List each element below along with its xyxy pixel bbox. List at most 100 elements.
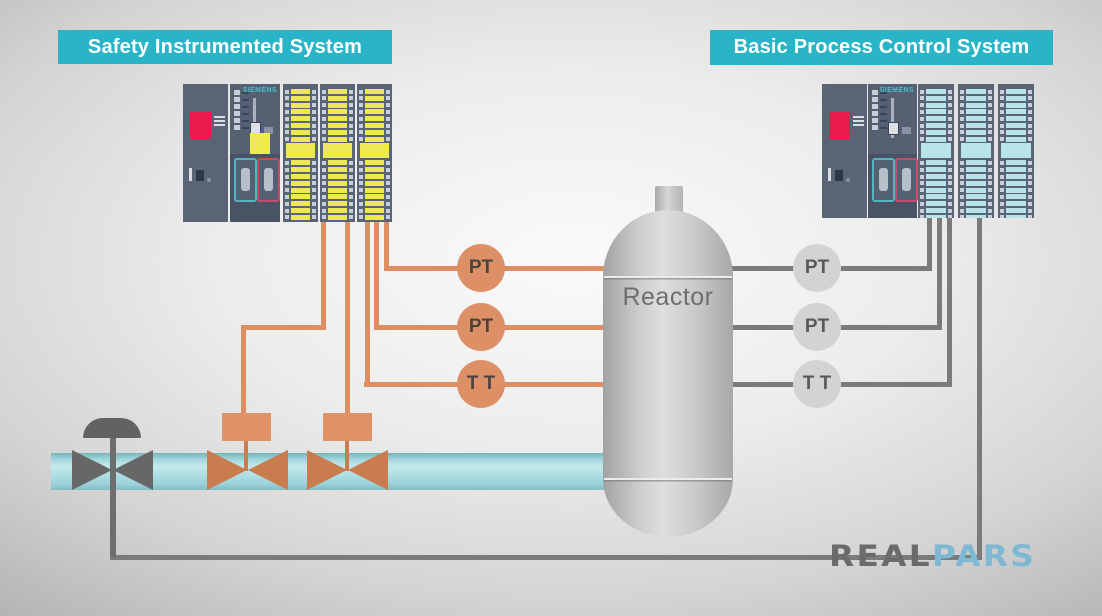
io-terminal-strip (365, 180, 384, 186)
io-label-block (1001, 143, 1031, 159)
io-led (920, 188, 924, 193)
io-terminal-strip (966, 160, 986, 166)
transmitter-tag: PT (468, 257, 494, 278)
io-terminal-strip (291, 102, 310, 108)
psu-label-text-line (214, 124, 225, 126)
psu-label-text-line (853, 120, 864, 122)
io-led (960, 174, 964, 179)
valve-body-left (72, 450, 112, 490)
sis-temperature-transmitter: T T (457, 360, 505, 408)
io-led (322, 137, 326, 142)
io-led (359, 174, 363, 179)
io-led (322, 167, 326, 172)
bpcs-pressure-transmitter-2: PT (793, 303, 841, 351)
reactor-body (603, 210, 733, 537)
cpu-status-led (872, 111, 878, 116)
cpu-led-label (880, 92, 887, 94)
cpu-led-label (242, 106, 249, 108)
io-led (1000, 137, 1004, 142)
io-terminal-strip (926, 136, 946, 142)
io-led (988, 123, 992, 128)
psu-label-text-line (214, 116, 225, 118)
io-led (948, 109, 952, 114)
cpu-led-label (880, 120, 887, 122)
wire-segment (374, 220, 379, 330)
io-led (285, 137, 289, 142)
io-led (1000, 89, 1004, 94)
io-terminal-strip (328, 116, 347, 122)
cpu-connector-panel (868, 154, 918, 218)
cpu-status-led (234, 118, 240, 123)
io-terminal-strip (328, 201, 347, 207)
io-terminal-strip (966, 187, 986, 193)
io-terminal-strip (291, 201, 310, 207)
io-led (948, 194, 952, 199)
io-led (285, 96, 289, 101)
io-terminal-strip (926, 201, 946, 207)
io-terminal-strip (291, 214, 310, 220)
io-terminal-strip (291, 194, 310, 200)
io-led (312, 137, 316, 142)
io-terminal-strip (966, 116, 986, 122)
io-led (349, 89, 353, 94)
io-led (359, 208, 363, 213)
io-led (285, 181, 289, 186)
io-terminal-strip (1006, 160, 1026, 166)
io-module (357, 84, 392, 222)
wire-segment (364, 220, 370, 387)
io-led (312, 208, 316, 213)
io-led (359, 188, 363, 193)
io-led (948, 96, 952, 101)
io-led (960, 167, 964, 172)
io-led (960, 116, 964, 121)
io-terminal-strip (291, 167, 310, 173)
siemens-logo: SIEMENS (242, 87, 277, 94)
io-led (1028, 215, 1032, 218)
io-led (988, 116, 992, 121)
cpu-module: SIEMENS (230, 84, 280, 222)
cpu-status-led (872, 104, 878, 109)
io-led (386, 194, 390, 199)
io-terminal-strip (926, 214, 946, 218)
io-led (920, 116, 924, 121)
io-label-block (323, 143, 352, 159)
wire-segment (241, 325, 326, 330)
io-module (283, 84, 318, 222)
io-led (988, 201, 992, 206)
psu-label-text-line (853, 116, 864, 118)
power-supply-module (183, 84, 228, 222)
io-led (1028, 208, 1032, 213)
io-terminal-strip (365, 109, 384, 115)
io-led (312, 116, 316, 121)
io-terminal-strip (966, 136, 986, 142)
cpu-led-label (242, 92, 249, 94)
realpars-logo: REALPARS (829, 539, 1036, 573)
io-led (312, 194, 316, 199)
io-led (948, 116, 952, 121)
io-led (349, 188, 353, 193)
io-led (988, 160, 992, 165)
io-led (359, 194, 363, 199)
io-led (1028, 103, 1032, 108)
io-led (988, 194, 992, 199)
io-terminal-strip (328, 109, 347, 115)
io-led (322, 130, 326, 135)
dsub-connector (264, 168, 273, 191)
io-terminal-strip (1006, 123, 1026, 128)
power-supply-module (822, 84, 867, 218)
io-led (1000, 201, 1004, 206)
io-terminal-strip (1006, 208, 1026, 213)
psu-knob (846, 178, 850, 182)
memory-card (250, 133, 270, 155)
io-led (349, 208, 353, 213)
io-led (386, 130, 390, 135)
io-led (285, 174, 289, 179)
valve-body-left (207, 450, 247, 490)
io-terminal-strip (1006, 136, 1026, 142)
io-terminal-strip (365, 214, 384, 220)
io-terminal-strip (328, 95, 347, 101)
io-led (285, 130, 289, 135)
psu-power-switch (835, 170, 843, 181)
io-led (948, 188, 952, 193)
io-led (359, 89, 363, 94)
